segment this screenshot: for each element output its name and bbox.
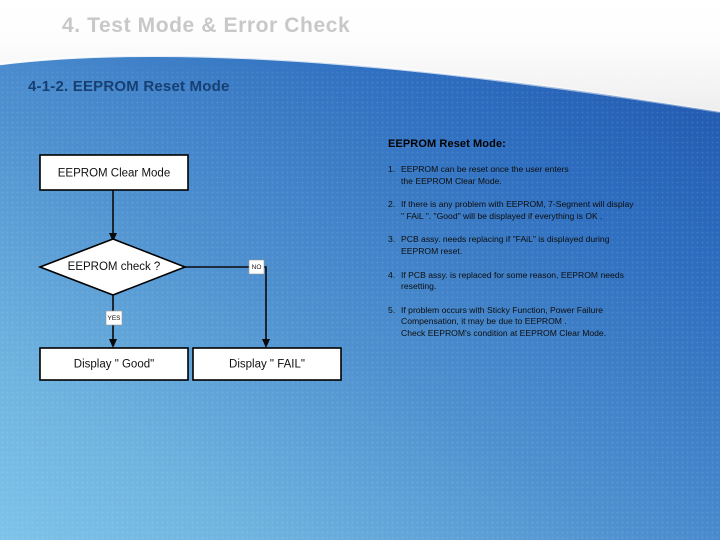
eeprom-reset-flowchart: EEPROM Clear Mode EEPROM check ? YES NO … [20, 145, 360, 390]
notes-heading: EEPROM Reset Mode: [388, 138, 506, 150]
flow-node-result-fail: Display " FAIL" [192, 347, 342, 381]
connector-decision-to-fail [185, 266, 270, 348]
notes-panel: EEPROM Reset Mode: 1. EEPROM can be rese… [388, 138, 706, 352]
list-item-number: 3. [388, 234, 396, 245]
list-item-text: PCB assy. needs replacing if "FAiL" is d… [401, 234, 610, 256]
notes-list: 1. EEPROM can be reset once the user ent… [388, 164, 706, 340]
list-item: 5. If problem occurs with Sticky Functio… [388, 305, 706, 340]
branch-label-yes: YES [105, 310, 123, 326]
page-title: 4. Test Mode & Error Check [62, 14, 351, 37]
flow-node-result-fail-label: Display " FAIL" [229, 359, 305, 371]
slide-subtitle: 4-1-2. EEPROM Reset Mode [28, 78, 230, 95]
list-item-number: 2. [388, 199, 396, 210]
branch-label-no: NO [248, 259, 265, 275]
flow-node-start-label: EEPROM Clear Mode [58, 168, 170, 180]
list-item: 1. EEPROM can be reset once the user ent… [388, 164, 706, 187]
branch-label-yes-text: YES [107, 315, 121, 322]
list-item: 2. If there is any problem with EEPROM, … [388, 199, 706, 222]
list-item-text: If problem occurs with Sticky Function, … [401, 304, 607, 338]
list-item-number: 1. [388, 164, 396, 174]
list-item-text: If PCB assy. is replaced for some reason… [401, 269, 624, 292]
list-item-text: If there is any problem with EEPROM, 7-S… [401, 199, 634, 221]
flow-node-decision-label: EEPROM check ? [68, 261, 161, 273]
list-item: 3. PCB assy. needs replacing if "FAiL" i… [388, 234, 706, 257]
list-item-number: 5. [388, 304, 396, 315]
list-item-text: EEPROM can be reset once the user enters… [401, 164, 569, 186]
flow-node-start: EEPROM Clear Mode [39, 154, 189, 191]
list-item-number: 4. [388, 269, 396, 280]
list-item: 4. If PCB assy. is replaced for some rea… [388, 270, 706, 293]
flow-node-decision: EEPROM check ? [37, 238, 188, 296]
flow-node-result-pass: Display " Good" [39, 347, 189, 381]
flow-node-result-pass-label: Display " Good" [74, 359, 154, 371]
connector-start-to-decision [109, 190, 117, 242]
branch-label-no-text: NO [252, 264, 262, 271]
